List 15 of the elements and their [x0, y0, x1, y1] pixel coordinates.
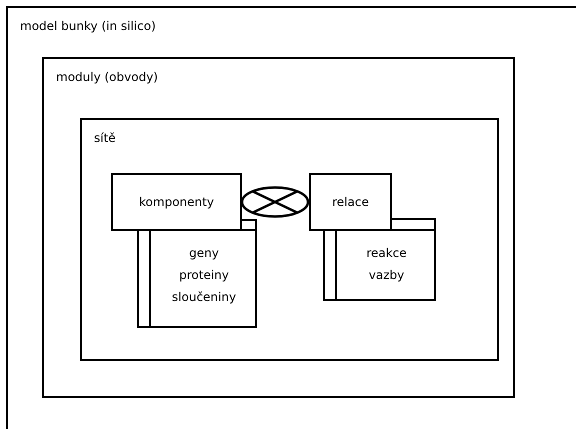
container-box	[42, 57, 515, 398]
component-box	[111, 173, 242, 231]
container-box	[80, 118, 499, 361]
component-box	[309, 173, 392, 231]
box-label: geny proteiny sloučeniny	[170, 245, 238, 306]
stacked-card	[323, 231, 436, 301]
container-title: model bunky (in silico)	[20, 18, 156, 35]
box-label: reakce vazby	[365, 245, 408, 284]
container-box	[6, 6, 576, 429]
container-title: sítě	[94, 130, 116, 147]
stacked-card	[137, 231, 257, 328]
box-label: komponenty	[138, 194, 215, 211]
box-label: relace	[331, 194, 370, 211]
crossed-ellipse-icon	[240, 186, 310, 218]
container-title: moduly (obvody)	[56, 69, 158, 86]
